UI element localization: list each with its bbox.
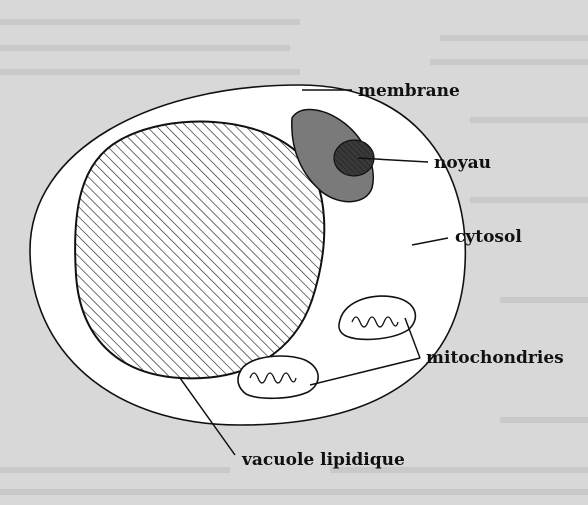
label-mitochondries: mitochondries bbox=[426, 348, 564, 368]
label-noyau: noyau bbox=[434, 153, 491, 173]
mitochondrion-2 bbox=[238, 356, 318, 398]
label-membrane: membrane bbox=[358, 81, 460, 101]
label-vacuole-lipidique: vacuole lipidique bbox=[241, 450, 405, 470]
label-cytosol: cytosol bbox=[455, 227, 522, 247]
lipid-vacuole bbox=[75, 122, 324, 379]
